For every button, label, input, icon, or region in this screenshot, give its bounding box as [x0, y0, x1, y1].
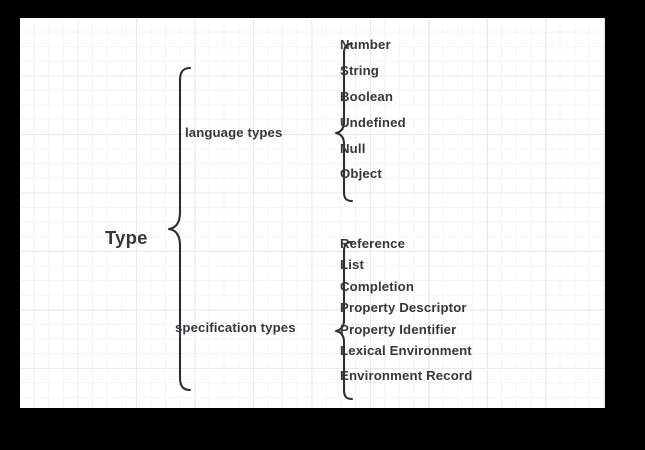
- branch-label-language-types: language types: [185, 125, 283, 140]
- leaf-label-number: Number: [340, 37, 391, 52]
- branch-label-specification-types: specification types: [175, 320, 296, 335]
- leaf-label-string: String: [340, 63, 379, 78]
- leaf-label-property-descriptor: Property Descriptor: [340, 300, 467, 315]
- leaf-label-environment-record: Environment Record: [340, 368, 473, 383]
- diagram-canvas: Type language types Number String Boolea…: [20, 18, 605, 408]
- leaf-label-lexical-environment: Lexical Environment: [340, 343, 472, 358]
- leaf-label-null: Null: [340, 141, 366, 156]
- leaf-label-boolean: Boolean: [340, 89, 394, 104]
- specification-types-brace-icon: [334, 240, 354, 401]
- leaf-label-completion: Completion: [340, 279, 415, 294]
- leaf-label-property-identifier: Property Identifier: [340, 322, 457, 337]
- root-brace-icon: [167, 66, 192, 392]
- leaf-label-reference: Reference: [340, 236, 406, 251]
- language-types-brace-icon: [334, 42, 354, 203]
- leaf-label-undefined: Undefined: [340, 115, 406, 130]
- root-node-label: Type: [105, 227, 148, 248]
- leaf-label-list: List: [340, 257, 365, 272]
- leaf-label-object: Object: [340, 166, 382, 181]
